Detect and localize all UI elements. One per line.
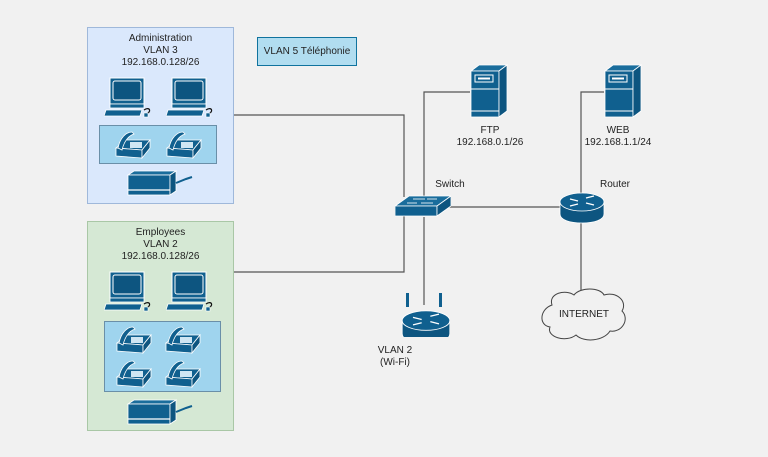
printer-icon xyxy=(126,169,198,197)
web-ip: 192.168.1.1/24 xyxy=(584,137,652,148)
cloud-icon[interactable] xyxy=(538,287,630,343)
zone-subnet: 192.168.0.128/26 xyxy=(121,251,200,262)
zone-name: Employees xyxy=(135,227,186,238)
web-name: WEB xyxy=(606,125,630,136)
phone-icon xyxy=(164,325,202,355)
link-router-web xyxy=(580,91,604,193)
wifi-label-line1: VLAN 2 xyxy=(377,345,413,356)
router-icon[interactable] xyxy=(558,190,606,224)
computer-icon xyxy=(104,76,152,118)
ftp-name: FTP xyxy=(480,125,500,136)
printer-icon xyxy=(126,398,198,426)
zone-vlan: VLAN 2 xyxy=(143,239,178,250)
server-icon[interactable] xyxy=(603,63,643,119)
zone-employees: Employees VLAN 2 192.168.0.128/26 xyxy=(87,221,234,431)
wifi-label-line2: (Wi-Fi) xyxy=(380,357,410,368)
zone-subnet: 192.168.0.128/26 xyxy=(121,57,200,68)
wireless-router-icon[interactable] xyxy=(398,291,450,337)
computer-icon xyxy=(166,270,214,312)
zone-vlan: VLAN 3 xyxy=(143,45,178,56)
router-label: Router xyxy=(599,179,630,190)
phone-icon xyxy=(115,325,153,355)
link-switch-ftp xyxy=(423,91,470,197)
legend-vlan5-telephony: VLAN 5 Téléphonie xyxy=(257,37,357,66)
phone-icon xyxy=(164,359,202,389)
phone-group xyxy=(104,321,221,392)
switch-icon[interactable] xyxy=(395,194,451,218)
computer-icon xyxy=(166,76,214,118)
phone-group xyxy=(99,125,217,164)
link-employees-switch xyxy=(234,214,405,273)
phone-icon xyxy=(115,359,153,389)
computer-icon xyxy=(104,270,152,312)
link-admin-switch xyxy=(234,114,405,197)
ftp-ip: 192.168.0.1/26 xyxy=(456,137,524,148)
phone-icon xyxy=(114,130,152,160)
zone-name: Administration xyxy=(128,33,193,44)
server-icon[interactable] xyxy=(469,63,509,119)
switch-label: Switch xyxy=(435,179,465,190)
internet-label: INTERNET xyxy=(559,309,609,320)
phone-icon xyxy=(165,130,203,160)
zone-administration: Administration VLAN 3 192.168.0.128/26 xyxy=(87,27,234,204)
